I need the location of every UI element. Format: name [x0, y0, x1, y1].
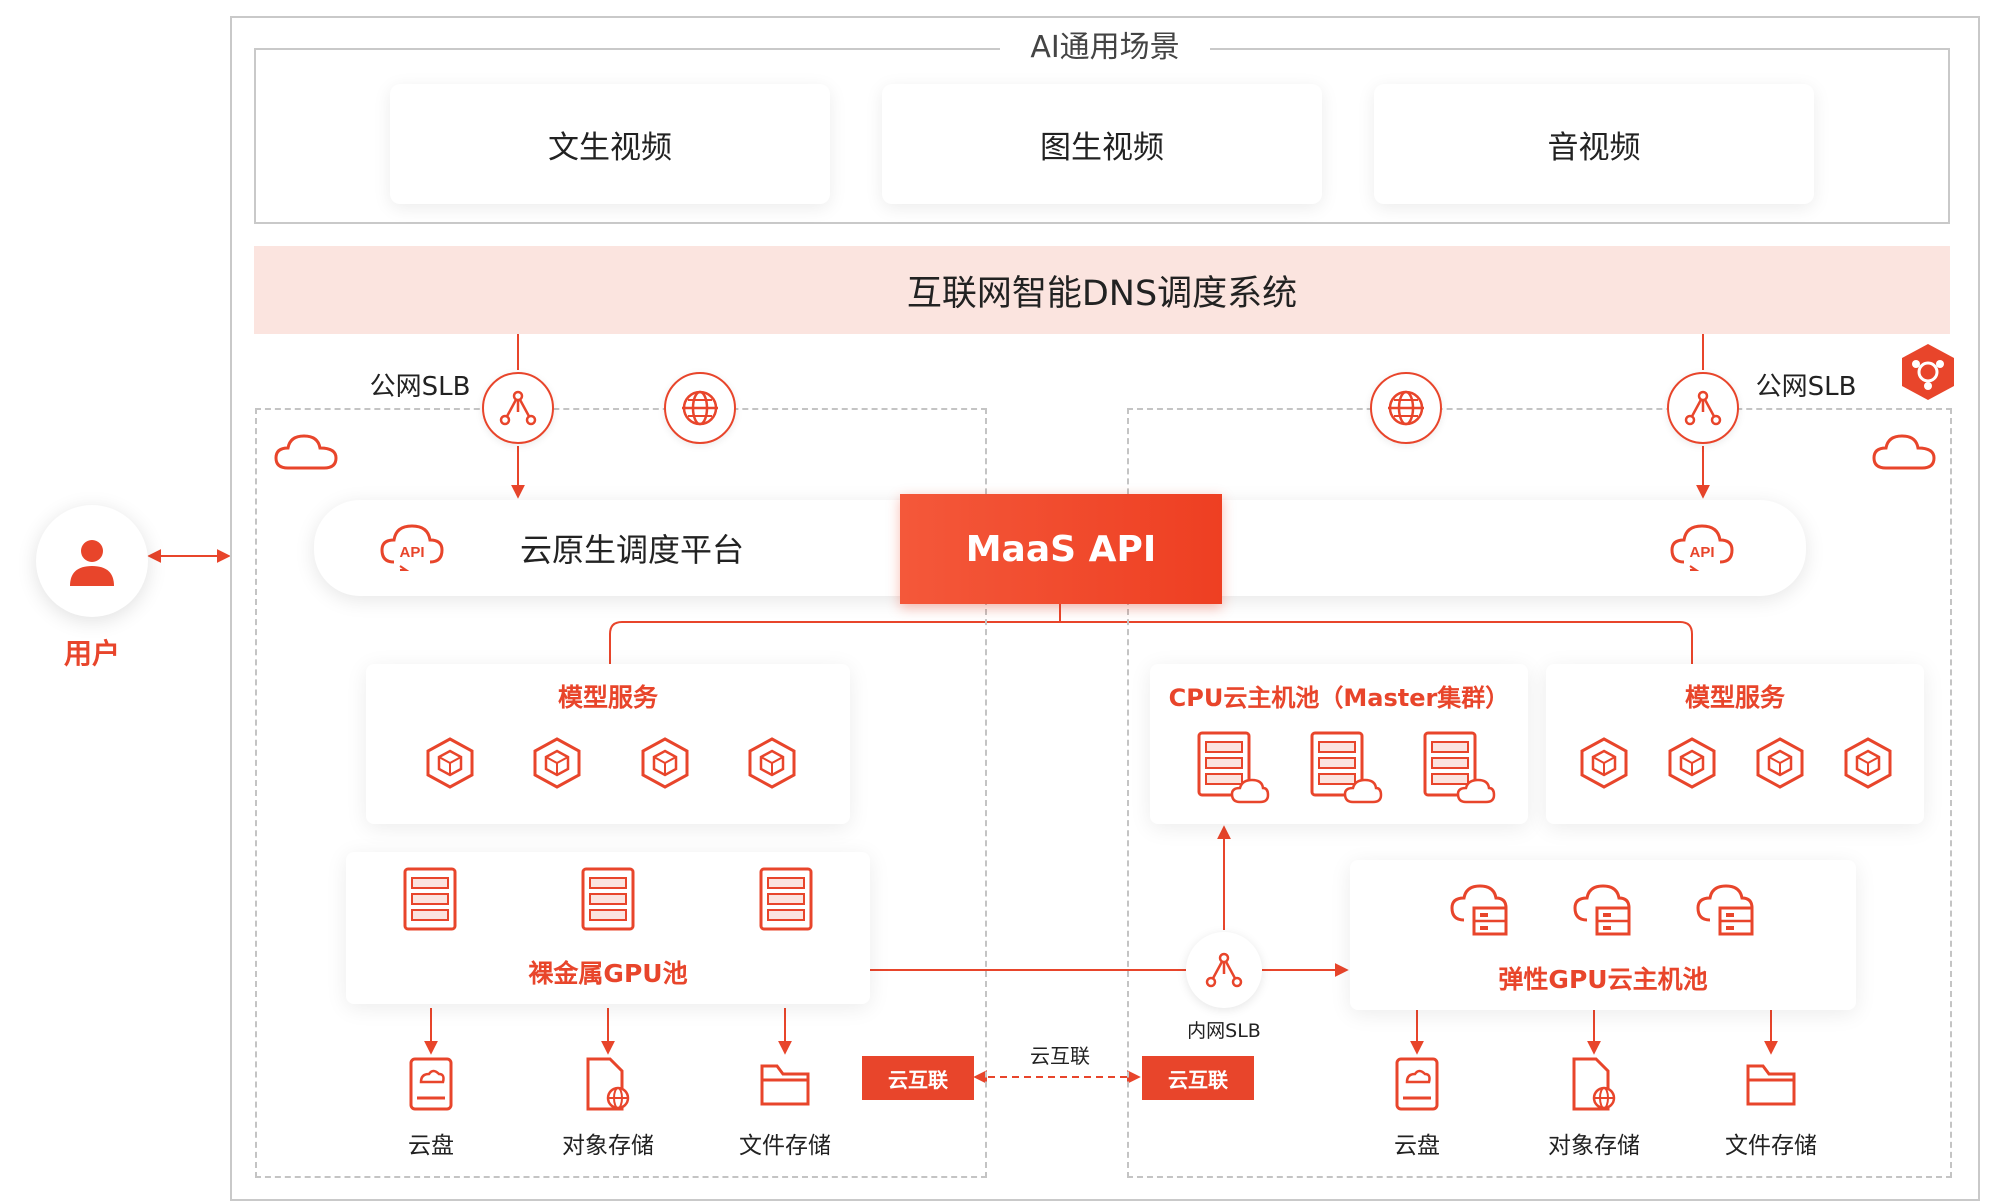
right-disk-label: 云盘: [1394, 1133, 1440, 1159]
left-disk-label: 云盘: [408, 1133, 454, 1159]
server-rack-icon: [581, 867, 635, 931]
dns-scheduling-bar: 互联网智能DNS调度系统: [254, 246, 1950, 334]
network-triangle-icon: [499, 390, 537, 426]
cloud-server-icon: [1197, 731, 1270, 804]
left-public-slb-label: 公网SLB: [369, 372, 471, 402]
cube-icon: [1756, 737, 1804, 789]
right-cloud-region: [1127, 408, 1952, 1178]
left-public-slb-node[interactable]: [482, 372, 554, 444]
svg-text:API: API: [399, 544, 424, 561]
right-public-slb-label: 公网SLB: [1755, 372, 1857, 402]
globe-gateway-icon: [682, 390, 718, 426]
right-model-icons: [1578, 736, 1894, 790]
scene-audio-video: 音视频: [1374, 84, 1814, 204]
inner-slb-node[interactable]: [1186, 932, 1262, 1008]
right-object-label: 对象存储: [1548, 1133, 1640, 1159]
server-rack-icon: [759, 867, 813, 931]
right-gateway-node[interactable]: [1370, 372, 1442, 444]
left-cloud-region: [255, 408, 987, 1178]
cloud-outline-icon: [1872, 432, 1936, 476]
user-label: 用户: [63, 637, 120, 670]
cube-icon: [1580, 737, 1628, 789]
server-rack-icon: [403, 867, 457, 931]
left-gateway-node[interactable]: [664, 372, 736, 444]
left-gpu-pool-title: 裸金属GPU池: [528, 959, 688, 988]
cube-icon: [1844, 737, 1892, 789]
globe-gateway-icon: [1388, 390, 1424, 426]
right-interconnect-tag: 云互联: [1142, 1056, 1254, 1100]
cloud-disk-icon: [1393, 1056, 1441, 1116]
cube-icon: [426, 737, 474, 789]
network-triangle-icon: [1205, 952, 1243, 988]
right-file-label: 文件存储: [1725, 1133, 1817, 1159]
right-public-slb-node[interactable]: [1667, 372, 1739, 444]
left-model-service-title: 模型服务: [557, 683, 658, 712]
cpu-servers: [1196, 730, 1496, 806]
object-storage-icon: [584, 1056, 632, 1116]
cpu-pool-title: CPU云主机池（Master集群）: [1168, 684, 1510, 712]
left-object-label: 对象存储: [562, 1133, 654, 1159]
left-model-service-card: [366, 664, 850, 824]
elastic-gpu-icons: [1450, 884, 1756, 936]
cloud-server-icon: [1450, 884, 1508, 936]
folder-icon: [759, 1060, 811, 1112]
cloud-server-icon: [1696, 884, 1754, 936]
network-triangle-icon: [1684, 390, 1722, 426]
maas-api-block[interactable]: MaaS API: [900, 494, 1222, 604]
maas-branch-line: [609, 621, 1693, 664]
right-model-service-title: 模型服务: [1684, 683, 1785, 712]
cube-icon: [641, 737, 689, 789]
cube-icon: [748, 737, 796, 789]
elastic-gpu-pool-title: 弹性GPU云主机池: [1498, 965, 1708, 994]
cloud-api-icon: API: [380, 522, 444, 576]
cloud-server-icon: [1423, 731, 1496, 804]
platform-label: 云原生调度平台: [520, 531, 745, 569]
object-storage-icon: [1570, 1056, 1618, 1116]
cloud-server-icon: [1573, 884, 1631, 936]
scene-text-to-video: 文生视频: [390, 84, 830, 204]
cube-icon: [1668, 737, 1716, 789]
cloud-server-icon: [1310, 731, 1383, 804]
cloud-outline-icon: [274, 432, 338, 476]
folder-icon: [1745, 1060, 1797, 1112]
cloud-api-icon: API: [1670, 522, 1734, 576]
left-interconnect-tag: 云互联: [862, 1056, 974, 1100]
left-file-label: 文件存储: [739, 1133, 831, 1159]
user-icon: [70, 540, 114, 586]
left-gpu-servers: [402, 866, 814, 932]
svg-text:API: API: [1689, 544, 1714, 561]
cube-icon: [533, 737, 581, 789]
scene-image-to-video: 图生视频: [882, 84, 1322, 204]
inner-slb-label: 内网SLB: [1187, 1020, 1261, 1042]
cloud-disk-icon: [407, 1056, 455, 1116]
ai-scenes-title: AI通用场景: [1000, 28, 1210, 68]
user-avatar[interactable]: [36, 505, 148, 617]
interconnect-label: 云互联: [1030, 1044, 1090, 1068]
left-model-icons: [424, 736, 798, 790]
hexagon-logo-icon: [1900, 342, 1956, 402]
